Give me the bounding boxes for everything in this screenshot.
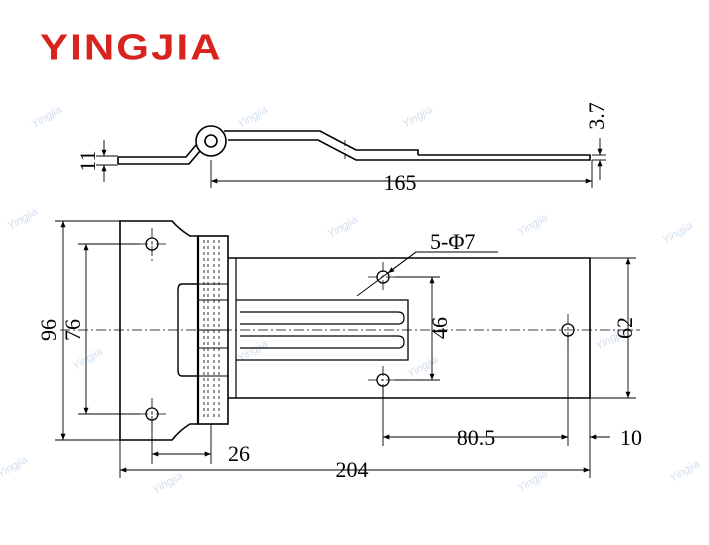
side-view-knuckle-inner [204,134,218,148]
watermark: Yingjia [236,104,270,131]
watermark: Yingjia [668,458,702,485]
left-leaf-outline [119,220,199,441]
dim-label-3-7: 3.7 [584,102,609,130]
watermark: Yingjia [326,214,360,241]
watermark: Yingjia [151,470,185,497]
side-view-leaf-right [224,130,591,161]
dim-label-76: 76 [60,319,85,341]
leader-arrow [387,251,417,274]
rib-groove-1 [240,311,405,325]
dim-label-11: 11 [75,150,100,171]
watermark: Yingjia [406,354,440,381]
watermark: Yingjia [401,104,435,131]
mounting-holes [145,237,575,421]
watermark: Yingjia [71,346,105,373]
watermark: Yingjia [0,454,30,481]
side-view-knuckle-outer [195,125,227,157]
dim-label-62: 62 [612,317,637,339]
front-view-dimensions [55,220,636,478]
watermark: Yingjia [516,212,550,239]
dim-label-204: 204 [336,457,369,482]
watermark: Yingjia [30,104,64,131]
dim-label-96: 96 [36,319,61,341]
dim-label-80-5: 80.5 [457,425,496,450]
dim-label-26: 26 [228,441,250,466]
brand-logo-text: YINGJIA [40,28,223,68]
brand-logo: YINGJIA [40,28,223,68]
watermark: Yingjia [6,206,40,233]
front-view [119,220,591,441]
right-strap-outline [228,257,591,399]
dim-label-165: 165 [384,170,417,195]
side-view-labels: 11 165 3.7 [75,102,609,195]
front-view-labels: 96 76 5-Φ7 46 62 26 80.5 10 204 [36,229,642,482]
side-view-leaf-left [118,144,201,165]
knuckle-flange [177,283,199,377]
rib-groove-2 [240,335,405,349]
side-view-dimensions [96,138,606,188]
watermark: Yingjia [661,220,695,247]
dim-label-holes: 5-Φ7 [430,229,475,254]
dim-label-46: 46 [427,317,452,339]
dim-label-10: 10 [620,425,642,450]
side-view [117,125,591,165]
watermark: Yingjia [516,468,550,495]
